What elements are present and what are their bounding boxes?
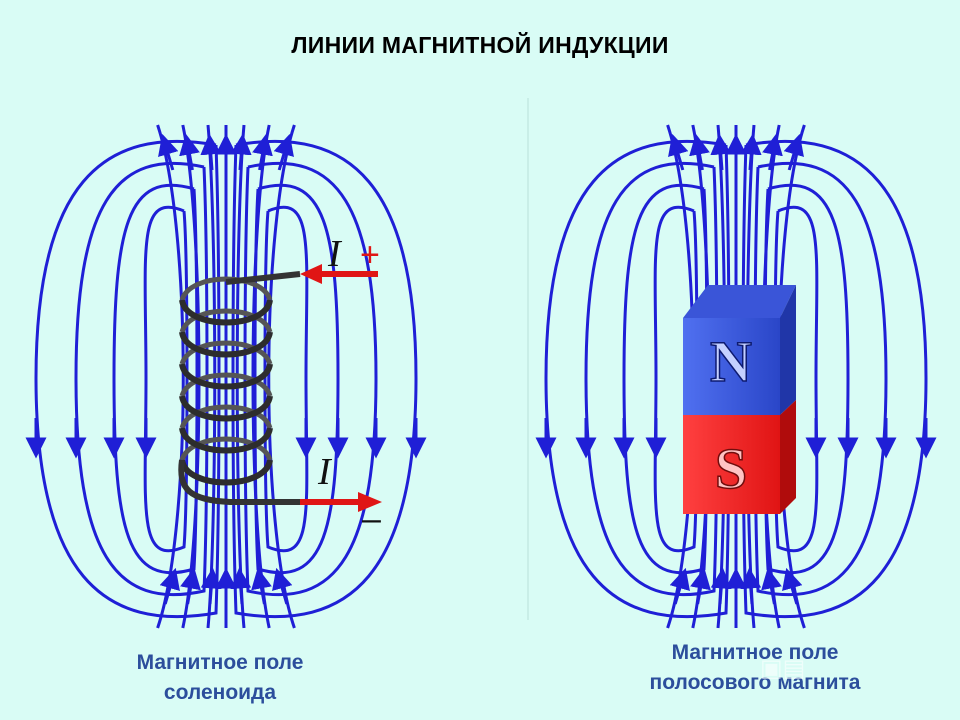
magnet-top-face (683, 285, 796, 318)
solenoid-caption: Магнитное поле соленоида (60, 648, 380, 708)
magnet-arrow-up-bottom-0 (669, 567, 690, 605)
magnet-arrow-up-bottom-1 (690, 567, 711, 605)
magnet-arrow-up-top-5 (762, 133, 783, 171)
magnet-arrow-up-top-2 (710, 133, 732, 171)
solenoid-arrow-up-top-6 (273, 133, 294, 171)
coil-turn-back-3 (179, 372, 273, 398)
solenoid-arrow-up-top-5 (252, 133, 273, 171)
magnet-arrow-up-top-4 (740, 133, 762, 171)
coil-turn-back-4 (179, 404, 273, 430)
solenoid-axis-line-6 (267, 124, 296, 629)
solenoid-arrow-up-bottom-0 (159, 567, 180, 605)
solenoid-field-loop-0 (34, 139, 221, 619)
solenoid-caption-line1: Магнитное поле (136, 651, 304, 674)
north-label: N (710, 329, 752, 394)
solenoid-arrow-up-bottom-2 (200, 567, 222, 605)
minus-sign: – (362, 500, 381, 538)
coil-turn-back-2 (179, 340, 273, 366)
solenoid-coil (178, 271, 301, 505)
plus-sign: + (360, 236, 380, 274)
coil-turn-back-1 (179, 308, 273, 334)
solenoid-arrow-up-bottom-4 (230, 567, 252, 605)
magnet-arrow-up-top-1 (689, 133, 710, 171)
solenoid-field-loop-6 (253, 183, 340, 575)
magnet-caption-line1: Магнитное поле (671, 641, 839, 664)
magnet-arrow-up-bottom-6 (782, 567, 803, 605)
magnet-arrow-up-top-6 (783, 133, 804, 171)
bar-magnet: N S (683, 285, 796, 514)
solenoid-caption-line2: соленоида (163, 681, 277, 704)
watermark-logo: ▣▤ (760, 654, 806, 682)
coil-turn-front-0 (179, 299, 273, 326)
magnet-arrow-up-bottom-2 (710, 567, 732, 605)
current-symbol-bottom: I (317, 451, 333, 493)
solenoid-field-loop-4 (231, 139, 418, 619)
magnet-north-pole (683, 318, 780, 415)
solenoid-arrow-up-top-0 (158, 133, 179, 171)
solenoid-arrow-up-bottom-1 (180, 567, 201, 605)
solenoid-axis-line-0 (156, 124, 185, 629)
solenoid-arrow-up-top-1 (179, 133, 200, 171)
coil-turn-front-5 (179, 459, 273, 486)
magnet-south-pole (683, 415, 780, 514)
coil-lead-bottom (178, 459, 300, 505)
page-title: ЛИНИИ МАГНИТНОЙ ИНДУКЦИИ (291, 32, 669, 58)
solenoid-arrow-up-bottom-6 (272, 567, 293, 605)
solenoid-field-lines (25, 124, 427, 629)
solenoid-field-loop-2 (112, 183, 199, 575)
magnet-arrow-up-bottom-5 (761, 567, 782, 605)
solenoid-arrow-up-top-2 (200, 133, 222, 171)
magnet-arrow-up-top-0 (668, 133, 689, 171)
solenoid-arrow-up-bottom-5 (251, 567, 272, 605)
coil-turn-back-5 (179, 436, 273, 462)
solenoid-field-loop-3 (143, 205, 189, 553)
magnet-caption-line2: полосового магнита (649, 671, 861, 694)
coil-turn-front-2 (179, 363, 273, 390)
magnet-arrow-up-bottom-4 (740, 567, 762, 605)
magnet-side-south (780, 400, 796, 514)
current-symbol-top: I (327, 233, 343, 275)
south-label: S (715, 436, 747, 501)
solenoid-field-loop-5 (243, 161, 378, 597)
coil-turn-front-4 (179, 427, 273, 454)
magnet-caption: Магнитное поле полосового магнита (590, 638, 920, 698)
solenoid-field-loop-1 (74, 161, 209, 597)
coil-turn-front-3 (179, 395, 273, 422)
coil-lead-top (225, 271, 301, 285)
current-arrow-bottom (300, 492, 382, 512)
current-arrow-top (300, 264, 378, 284)
coil-turn-front-1 (179, 331, 273, 358)
solenoid-arrow-up-top-4 (230, 133, 252, 171)
magnet-side-north (780, 285, 796, 415)
